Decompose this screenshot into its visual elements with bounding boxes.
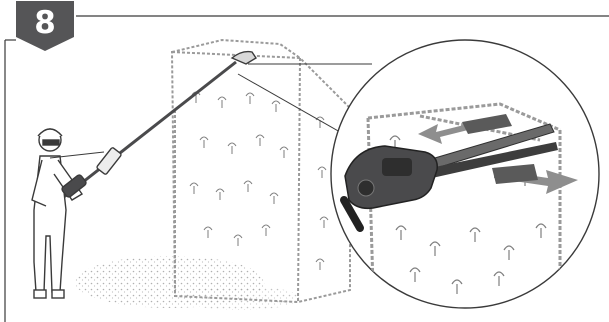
hedge-leaves: [190, 92, 328, 270]
step-badge: 8: [16, 1, 74, 51]
magnifier-callout-icon: [331, 40, 599, 320]
step-number: 8: [16, 5, 74, 41]
ground-clippings: [75, 256, 300, 310]
